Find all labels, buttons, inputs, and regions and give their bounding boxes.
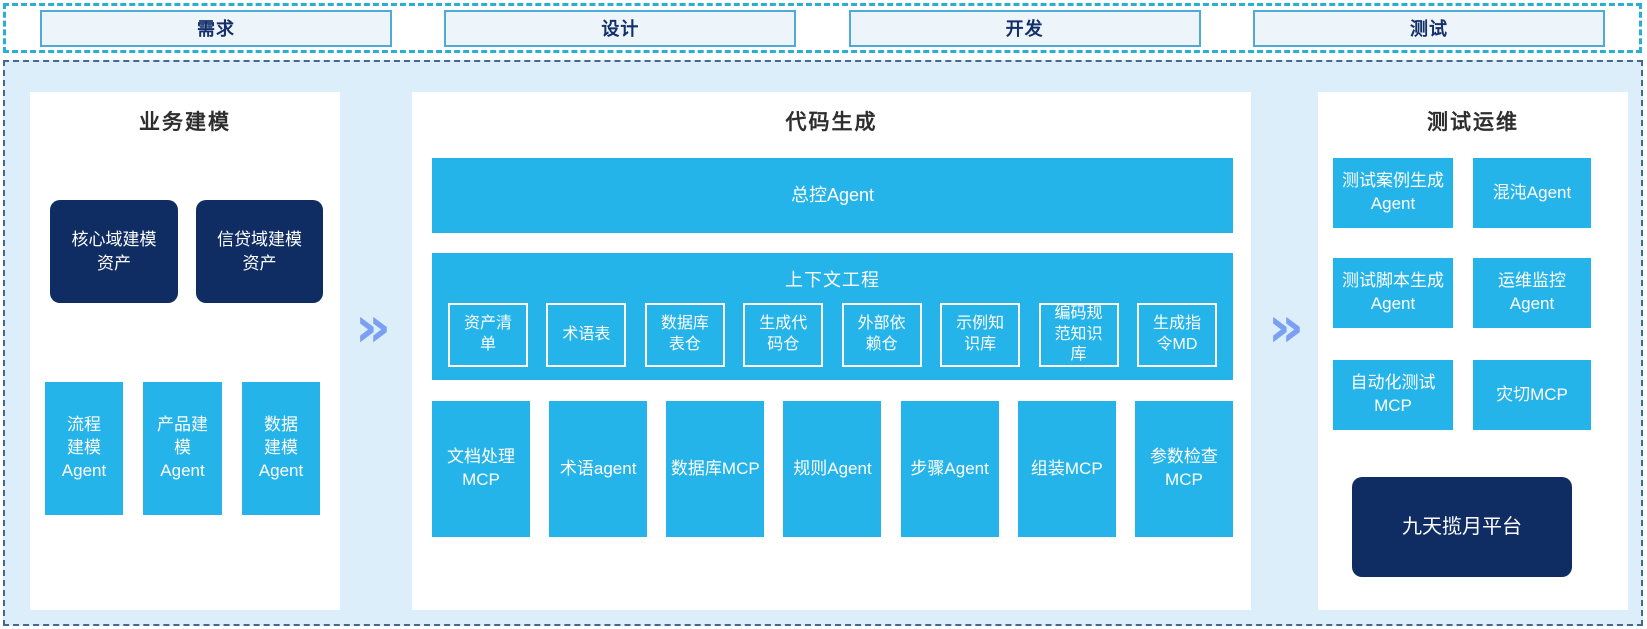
context-item-glossary: 术语表	[546, 303, 627, 367]
context-items-row: 资产清单 术语表 数据库表仓 生成代码仓 外部依赖仓 示例知识库 编码规范知识库…	[448, 303, 1217, 367]
context-engineering-title: 上下文工程	[785, 270, 880, 290]
phase-box-testing: 测试	[1252, 9, 1605, 47]
test-case-generation-agent-box: 测试案例生成Agent	[1333, 158, 1453, 228]
double-chevron-right-icon: »	[1267, 295, 1305, 360]
assembly-mcp-box: 组装MCP	[1017, 401, 1116, 537]
rule-agent-box: 规则Agent	[783, 401, 882, 537]
context-item-coding-standard-knowledge-base: 编码规范知识库	[1038, 303, 1119, 367]
glossary-agent-box: 术语agent	[549, 401, 648, 537]
panel-title-business-modeling: 业务建模	[139, 111, 231, 134]
automated-test-mcp-box: 自动化测试MCP	[1333, 360, 1453, 430]
phase-label: 需求	[197, 19, 235, 39]
panel-business-modeling: 业务建模 核心域建模资产 信贷域建模资产 流程建模Agent 产品建模Agent…	[30, 92, 340, 610]
context-item-generated-code-repo: 生成代码仓	[743, 303, 824, 367]
phase-label: 设计	[601, 19, 640, 39]
panel-test-operations: 测试运维 测试案例生成Agent 混沌Agent 测试脚本生成Agent 运维监…	[1318, 92, 1628, 610]
context-item-asset-list: 资产清单	[448, 303, 528, 367]
phase-box-development: 开发	[848, 9, 1201, 47]
phase-box-design: 设计	[444, 9, 797, 47]
doc-processing-mcp-box: 文档处理MCP	[432, 401, 530, 537]
phase-strip: 需求 设计 开发 测试	[3, 3, 1642, 53]
core-domain-asset-box: 核心域建模资产	[50, 200, 178, 303]
codegen-tools-row: 文档处理MCP 术语agent 数据库MCP 规则Agent 步骤Agent 组…	[432, 401, 1233, 537]
context-item-external-dependency-repo: 外部依赖仓	[841, 303, 922, 367]
disaster-switch-mcp-box: 灾切MCP	[1473, 360, 1591, 430]
phase-label: 测试	[1409, 19, 1448, 39]
product-modeling-agent-box: 产品建模Agent	[143, 382, 222, 515]
context-item-example-knowledge-base: 示例知识库	[940, 303, 1021, 367]
test-script-generation-agent-box: 测试脚本生成Agent	[1333, 258, 1453, 328]
jiutian-lanyue-platform-box: 九天揽月平台	[1352, 477, 1572, 577]
master-control-agent-bar: 总控Agent	[432, 158, 1233, 233]
database-mcp-box: 数据库MCP	[666, 401, 765, 537]
panel-title-code-generation: 代码生成	[785, 111, 878, 134]
process-modeling-agent-box: 流程建模Agent	[45, 382, 123, 515]
ops-monitoring-agent-box: 运维监控Agent	[1473, 258, 1591, 328]
context-item-generation-instruction-md: 生成指令MD	[1136, 303, 1217, 367]
context-item-db-table-repo: 数据库表仓	[644, 303, 725, 367]
double-chevron-right-icon: »	[354, 295, 392, 360]
data-modeling-agent-box: 数据建模Agent	[242, 382, 320, 515]
step-agent-box: 步骤Agent	[900, 401, 999, 537]
credit-domain-asset-box: 信贷域建模资产	[196, 200, 323, 303]
panel-code-generation: 代码生成 总控Agent 上下文工程 资产清单 术语表 数据库表仓 生成代码仓 …	[412, 92, 1251, 610]
phase-box-requirements: 需求	[40, 9, 392, 47]
context-engineering-container: 上下文工程 资产清单 术语表 数据库表仓 生成代码仓 外部依赖仓 示例知识库 编…	[432, 253, 1233, 380]
phase-label: 开发	[1005, 19, 1044, 39]
chaos-agent-box: 混沌Agent	[1473, 158, 1591, 228]
param-check-mcp-box: 参数检查MCP	[1134, 401, 1233, 537]
panel-title-test-operations: 测试运维	[1427, 111, 1519, 134]
